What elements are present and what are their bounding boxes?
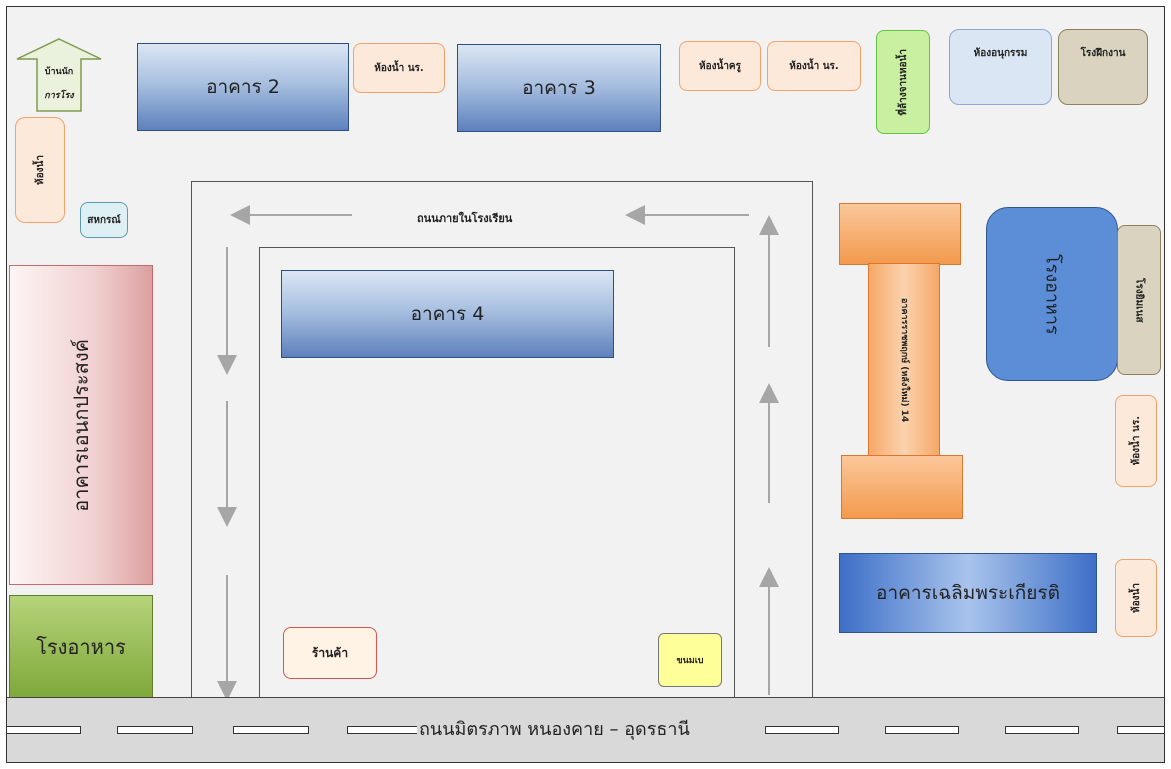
orange-building-middle: อาคารราชพฤกษ์ (หลังใหม่) 14 — [868, 263, 940, 457]
road-dash — [7, 726, 81, 734]
restroom-left: ห้องน้ำ — [15, 117, 65, 223]
multipurpose-building: อาคารเอนกประสงค์ — [9, 265, 153, 585]
restroom-students-top-2-label: ห้องน้ำ นร. — [789, 60, 839, 72]
gym-label: โรงยิมเนส — [1133, 277, 1145, 323]
building-2-label: อาคาร 2 — [206, 76, 280, 98]
gym: โรงยิมเนส — [1117, 225, 1161, 375]
restroom-students-top-label: ห้องน้ำ นร. — [374, 62, 424, 74]
canteen-right: โรงอาหาร — [986, 207, 1118, 381]
road-dash — [117, 726, 193, 734]
road-dash — [1005, 726, 1079, 734]
water-tower: ที่ล้างจานหอน้ำ — [876, 30, 930, 134]
snack-kiosk: ขนมเบ — [658, 633, 722, 687]
snack-kiosk-label: ขนมเบ — [676, 656, 704, 666]
restroom-teachers: ห้องน้ำครู — [679, 41, 761, 91]
restroom-students-right: ห้องน้ำ นร. — [1115, 395, 1157, 487]
shop-label: ร้านค้า — [311, 645, 349, 660]
caretaker-home-label-2: การโรง — [44, 91, 74, 101]
road-dash — [1117, 726, 1164, 734]
building-4-label: อาคาร 4 — [410, 303, 485, 325]
restroom-teachers-label: ห้องน้ำครู — [699, 60, 741, 72]
restroom-right-bottom: ห้องน้ำ — [1115, 559, 1157, 637]
road-dash — [765, 726, 839, 734]
workshop-label: โรงฝึกงาน — [1080, 47, 1126, 59]
orange-building-bottom — [841, 455, 963, 519]
canteen-right-label: โรงอาหาร — [1041, 253, 1063, 335]
restroom-students-right-label: ห้องน้ำ นร. — [1130, 416, 1142, 466]
caretaker-home: บ้านนัก การโรง — [37, 57, 81, 109]
chaloem-building: อาคารเฉลิมพระเกียรติ — [839, 553, 1097, 633]
coop: สหกรณ์ — [80, 202, 128, 238]
canteen-left: โรงอาหาร — [9, 595, 153, 699]
main-road-label: ถนนมิตรภาพ หนองคาย – อุดรธานี — [417, 716, 692, 744]
activity-room-label: ห้องอนุกรรม — [973, 47, 1028, 59]
road-dash — [885, 726, 959, 734]
restroom-students-top: ห้องน้ำ นร. — [353, 43, 445, 93]
building-3: อาคาร 3 — [457, 44, 661, 132]
shop: ร้านค้า — [283, 627, 377, 679]
caretaker-home-label-1: บ้านนัก — [44, 67, 74, 77]
inner-road-label: ถนนภายในโรงเรียน — [417, 212, 513, 225]
building-2: อาคาร 2 — [137, 43, 349, 131]
road-dash — [233, 726, 309, 734]
traffic-arrows — [217, 205, 779, 701]
orange-building-label: อาคารราชพฤกษ์ (หลังใหม่) 14 — [899, 297, 909, 423]
building-3-label: อาคาร 3 — [522, 77, 596, 99]
chaloem-building-label: อาคารเฉลิมพระเกียรติ — [876, 582, 1060, 604]
activity-room: ห้องอนุกรรม — [949, 29, 1052, 105]
main-road: ถนนมิตรภาพ หนองคาย – อุดรธานี — [7, 697, 1164, 762]
workshop: โรงฝึกงาน — [1058, 29, 1148, 105]
road-dash — [347, 726, 421, 734]
caretaker-home-shape — [16, 38, 102, 112]
restroom-students-top-2: ห้องน้ำ นร. — [767, 41, 861, 91]
school-map: บ้านนัก การโรง ห้องน้ำ สหกรณ์ อาคาร 2 ห้… — [6, 6, 1165, 763]
orange-building-top — [839, 203, 961, 265]
coop-label: สหกรณ์ — [87, 214, 121, 226]
canteen-left-label: โรงอาหาร — [36, 635, 126, 659]
building-4: อาคาร 4 — [281, 270, 614, 358]
restroom-right-bottom-label: ห้องน้ำ — [1130, 583, 1142, 613]
multipurpose-building-label: อาคารเอนกประสงค์ — [69, 338, 93, 512]
